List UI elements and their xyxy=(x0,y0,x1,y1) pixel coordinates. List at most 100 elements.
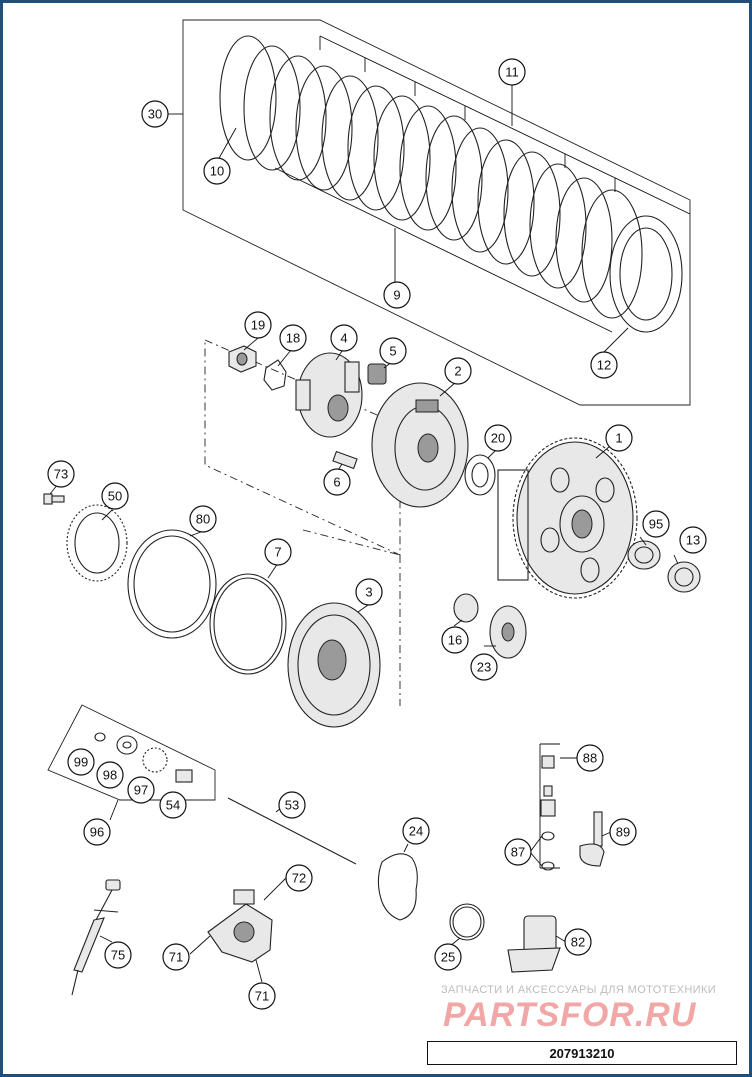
svg-text:71: 71 xyxy=(169,950,183,965)
bushing-part-95 xyxy=(627,540,661,570)
callout-23: 23 xyxy=(470,653,498,681)
svg-text:3: 3 xyxy=(365,585,372,600)
svg-text:95: 95 xyxy=(649,517,663,532)
svg-text:18: 18 xyxy=(286,331,300,346)
callout-18: 18 xyxy=(279,324,307,352)
svg-text:9: 9 xyxy=(393,288,400,303)
inner-hub-part-4 xyxy=(295,352,363,438)
callout-96: 96 xyxy=(83,818,111,846)
callout-25: 25 xyxy=(434,943,462,971)
svg-text:24: 24 xyxy=(409,824,423,839)
callout-71-bottom: 71 xyxy=(248,982,276,1010)
watermark-tagline: ЗАПЧАСТИ И АКСЕССУАРЫ ДЛЯ МОТОТЕХНИКИ xyxy=(441,984,717,996)
svg-text:50: 50 xyxy=(108,489,122,504)
callout-97: 97 xyxy=(127,776,155,804)
bleed-assembly xyxy=(539,743,605,871)
callout-53: 53 xyxy=(278,791,306,819)
bearing-ring-part-50 xyxy=(66,504,128,582)
primary-gear-part-1 xyxy=(497,437,638,599)
callout-82: 82 xyxy=(564,928,592,956)
svg-text:10: 10 xyxy=(210,164,224,179)
washer-part-20 xyxy=(464,454,496,496)
callout-73: 73 xyxy=(47,460,75,488)
pressure-plate-part-2 xyxy=(371,382,469,508)
callout-2: 2 xyxy=(444,357,472,385)
svg-text:12: 12 xyxy=(597,358,611,373)
callout-30: 30 xyxy=(141,100,169,128)
callout-9: 9 xyxy=(383,281,411,309)
callout-12: 12 xyxy=(590,351,618,379)
collar-part-16 xyxy=(453,593,479,623)
svg-text:73: 73 xyxy=(54,467,68,482)
clutch-plate-box xyxy=(182,19,691,406)
clutch-cover-part-71 xyxy=(207,889,273,963)
callout-98: 98 xyxy=(96,761,124,789)
callout-13: 13 xyxy=(679,526,707,554)
svg-text:1: 1 xyxy=(615,431,622,446)
svg-text:23: 23 xyxy=(477,660,491,675)
svg-text:96: 96 xyxy=(90,825,104,840)
slave-cylinder-part-82 xyxy=(507,915,561,973)
svg-text:75: 75 xyxy=(111,948,125,963)
svg-text:4: 4 xyxy=(340,331,347,346)
callout-54: 54 xyxy=(159,791,187,819)
bracket-lines-11 xyxy=(319,35,691,215)
svg-text:19: 19 xyxy=(251,318,265,333)
diagram-code: 207913210 xyxy=(427,1041,737,1065)
svg-text:2: 2 xyxy=(454,364,461,379)
pin-part-6 xyxy=(332,450,358,470)
callout-11: 11 xyxy=(498,58,526,86)
clutch-plates xyxy=(219,35,683,333)
callout-16: 16 xyxy=(441,626,469,654)
svg-text:99: 99 xyxy=(74,755,88,770)
svg-text:97: 97 xyxy=(134,783,148,798)
svg-text:16: 16 xyxy=(448,633,462,648)
gasket-part-24 xyxy=(377,853,418,921)
callout-4: 4 xyxy=(330,324,358,352)
svg-text:6: 6 xyxy=(333,475,340,490)
callout-95: 95 xyxy=(642,510,670,538)
callout-24: 24 xyxy=(402,817,430,845)
svg-text:20: 20 xyxy=(491,431,505,446)
callout-7: 7 xyxy=(264,538,292,566)
push-rod-part-53 xyxy=(227,797,357,865)
callout-80: 80 xyxy=(189,505,217,533)
cushion-part-5 xyxy=(367,363,387,385)
svg-text:88: 88 xyxy=(583,751,597,766)
svg-text:87: 87 xyxy=(511,845,525,860)
clutch-cover-part-3 xyxy=(287,602,381,728)
callout-89: 89 xyxy=(609,818,637,846)
svg-text:13: 13 xyxy=(686,533,700,548)
callout-99: 99 xyxy=(67,748,95,776)
svg-text:5: 5 xyxy=(389,344,396,359)
clutch-cover-dash-lines xyxy=(302,529,401,706)
svg-text:98: 98 xyxy=(103,768,117,783)
svg-text:72: 72 xyxy=(292,871,306,886)
svg-text:89: 89 xyxy=(616,825,630,840)
disc-part-80 xyxy=(127,529,217,639)
nut-part-19 xyxy=(228,345,257,373)
callout-19: 19 xyxy=(244,311,272,339)
svg-text:25: 25 xyxy=(441,950,455,965)
callout-88: 88 xyxy=(576,744,604,772)
callout-75: 75 xyxy=(104,941,132,969)
syringe-part-75 xyxy=(71,879,121,996)
callout-3: 3 xyxy=(355,578,383,606)
callout-1: 1 xyxy=(605,424,633,452)
callout-50: 50 xyxy=(101,482,129,510)
svg-text:80: 80 xyxy=(196,512,210,527)
callout-72: 72 xyxy=(285,864,313,892)
svg-text:53: 53 xyxy=(285,798,299,813)
svg-text:82: 82 xyxy=(571,935,585,950)
bracket-lines-9 xyxy=(274,167,613,333)
callout-87: 87 xyxy=(504,838,532,866)
svg-text:30: 30 xyxy=(148,107,162,122)
ring-part-7 xyxy=(209,573,287,675)
svg-text:71: 71 xyxy=(255,989,269,1004)
watermark-logo: PARTSFOR.RU xyxy=(443,996,697,1034)
gear-part-23 xyxy=(489,605,527,659)
callout-20: 20 xyxy=(484,424,512,452)
callout-10: 10 xyxy=(203,157,231,185)
callout-71-left: 71 xyxy=(162,943,190,971)
